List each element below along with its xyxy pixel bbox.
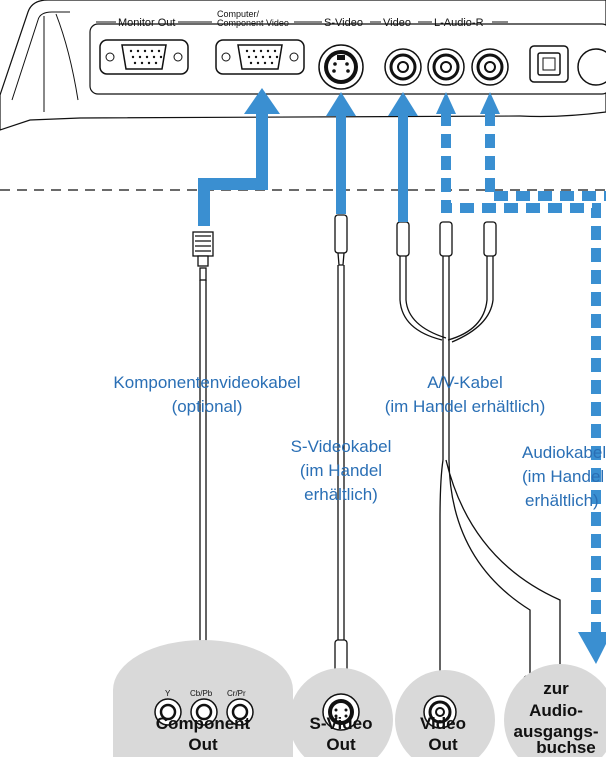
connection-arrows <box>198 88 606 664</box>
s-video-cable-label-3: erhältlich) <box>304 485 378 504</box>
component-cable <box>182 231 224 713</box>
av-cable-label-1: A/V-Kabel <box>427 373 503 392</box>
s-video-out-jack <box>322 693 360 731</box>
port-label-computer-1: Computer/ <box>217 9 260 19</box>
s-video-out-label-1: S-Video <box>310 714 373 733</box>
video-out-label-2: Out <box>428 735 458 754</box>
s-video-port[interactable] <box>318 44 364 90</box>
audio-cable-label-3: erhältlich) <box>525 491 599 510</box>
audio-out-label-3: ausgangs- <box>513 722 598 741</box>
video-port[interactable] <box>384 48 422 86</box>
component-out-label-2: Out <box>188 735 218 754</box>
audio-r-port[interactable] <box>471 48 509 86</box>
monitor-out-port[interactable] <box>99 39 189 75</box>
component-jacks <box>154 698 254 726</box>
audio-out-label-2: Audio- <box>529 701 583 720</box>
audio-out-label-4: buchse <box>536 738 596 757</box>
port-label-s-video: S-Video <box>324 17 363 29</box>
computer-component-port[interactable] <box>215 39 305 75</box>
jack-label-y: Y <box>165 689 171 698</box>
video-out-label-1: Video <box>420 714 466 733</box>
usb-port[interactable] <box>529 45 569 83</box>
port-label-audio: L-Audio-R <box>434 17 484 29</box>
audio-out-device <box>504 664 606 757</box>
s-video-out-label-2: Out <box>326 735 356 754</box>
panel-round-port <box>577 48 606 86</box>
audio-cable-label-2: (im Handel <box>522 467 604 486</box>
port-label-computer-2: Component Video <box>217 18 289 28</box>
audio-out-label-1: zur <box>543 679 569 698</box>
video-out-jack <box>423 695 457 729</box>
port-label-video: Video <box>383 17 411 29</box>
audio-l-port[interactable] <box>427 48 465 86</box>
component-out-label-1: Component <box>156 714 251 733</box>
port-label-monitor-out: Monitor Out <box>118 17 175 29</box>
s-video-cable-label-2: (im Handel <box>300 461 382 480</box>
jack-label-cb: Cb/Pb <box>190 689 213 698</box>
component-cable-label-1: Komponentenvideokabel <box>113 373 300 392</box>
jack-label-cr: Cr/Pr <box>227 689 246 698</box>
av-cable-label-2: (im Handel erhältlich) <box>385 397 546 416</box>
s-video-cable-label-1: S-Videokabel <box>291 437 392 456</box>
component-cable-label-2: (optional) <box>172 397 243 416</box>
audio-cable-label-1: Audiokabel <box>522 443 606 462</box>
